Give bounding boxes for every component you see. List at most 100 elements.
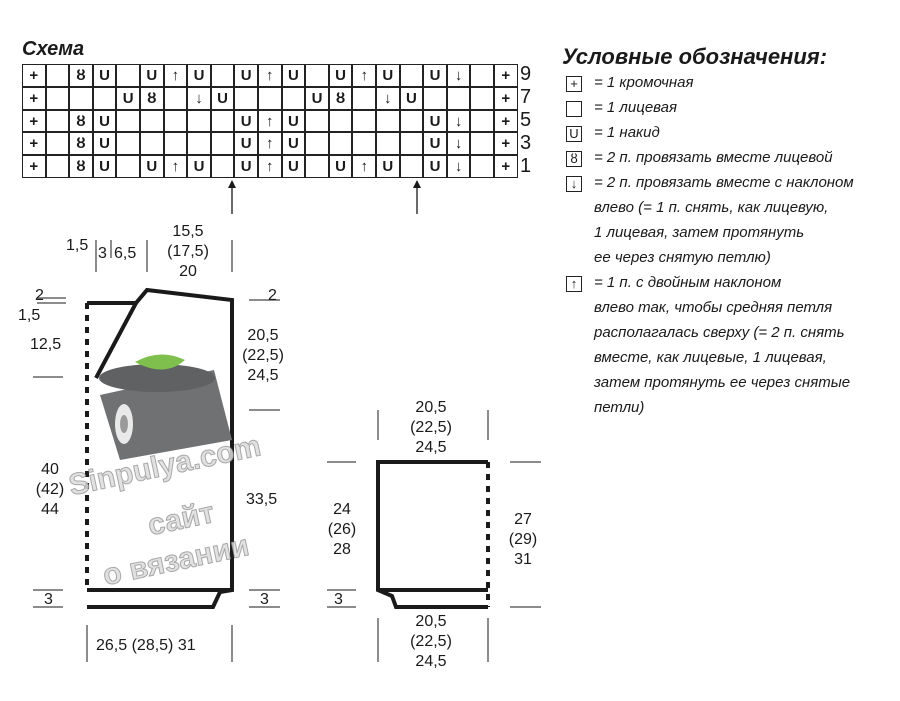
knit-cell [328, 109, 353, 133]
legend-text: влево (= 1 п. снять, как лицевую, [594, 199, 829, 216]
double-decrease-cell: ↑ [352, 64, 376, 87]
dim-value: 31 [514, 551, 532, 568]
dim-2-right: 2 [268, 287, 277, 304]
knit-cell [210, 64, 235, 87]
knit-cell [140, 132, 164, 156]
legend-text: = 2 п. провязать вместе с наклоном [594, 174, 854, 191]
legend-text: 1 лицевая, затем протянуть [594, 224, 805, 241]
left-decrease-cell: ↓ [446, 64, 471, 87]
double-decrease-cell: ↑ [258, 64, 282, 87]
repeat-markers [228, 180, 421, 214]
yarn-over-cell: U [92, 109, 117, 133]
row-number-5: 5 [520, 109, 532, 131]
dim-value: 24,5 [247, 367, 279, 384]
repeat-start-arrowhead [228, 180, 236, 188]
dim-value: (17,5) [167, 243, 209, 260]
dim-bottom-width: 26,5 (28,5) 31 [96, 637, 196, 654]
back-piece-outline [87, 287, 234, 609]
dim-sleeve-left-length: 24 (26) 28 [324, 500, 360, 560]
dim-value: 24,5 [415, 439, 447, 456]
dim-total-length: 40 (42) 44 [30, 460, 70, 520]
knit-cell [187, 132, 211, 156]
legend-text: = 1 п. с двойным наклоном [594, 274, 782, 291]
yarn-cone-image [99, 354, 232, 460]
knit-cell [470, 155, 494, 178]
knit-cell [352, 109, 376, 133]
row-number-9: 9 [520, 63, 532, 85]
knit-cell [352, 86, 376, 110]
dim-side-length: 33,5 [246, 491, 278, 508]
knit-cell [470, 64, 494, 87]
edge-stitch-cell: + [22, 109, 46, 133]
dim-value: 27 [514, 511, 532, 528]
yarn-over-cell: U [281, 132, 306, 156]
k2tog-cell: ȣ [328, 86, 353, 110]
dim-1-5-left: 1,5 [18, 307, 41, 324]
knit-cell [45, 132, 70, 156]
yarn-over-cell: U [116, 86, 140, 110]
knit-cell [328, 132, 353, 156]
legend-text: = 1 лицевая [594, 99, 678, 116]
legend-text: = 2 п. провязать вместе лицевой [594, 149, 833, 166]
dim-value: (42) [35, 481, 65, 498]
yarn-over-cell: U [234, 155, 258, 178]
yarn-over-cell: U [210, 86, 235, 110]
knit-cell [352, 132, 376, 156]
yarn-over-cell: U [423, 132, 447, 156]
yarn-over-cell: U [423, 64, 447, 87]
double-decrease-cell: ↑ [258, 155, 282, 178]
k2tog-cell: ȣ [69, 64, 93, 87]
yarn-over-cell: U [423, 155, 447, 178]
knit-cell [210, 155, 235, 178]
left-decrease-cell: ↓ [187, 86, 211, 110]
knit-cell [210, 132, 235, 156]
yarn-over-cell: U [92, 132, 117, 156]
dim-value: 20,5 [415, 613, 447, 630]
double-decrease-cell: ↑ [163, 64, 188, 87]
dim-12-5-left: 12,5 [30, 336, 62, 353]
yarn-over-cell: U [376, 155, 400, 178]
knit-cell [258, 86, 282, 110]
back-piece-neck-slope [94, 302, 138, 379]
dim-sleeve-bottom: 20,5 (22,5) 24,5 [406, 612, 456, 672]
yarn-over-cell: U [92, 155, 117, 178]
knit-cell [45, 155, 70, 178]
yarn-over-cell: U [423, 109, 447, 133]
legend-text: влево так, чтобы средняя петля [594, 299, 833, 316]
legend-title: Условные обозначения: [562, 44, 828, 69]
empty-box-icon [566, 101, 582, 117]
edge-stitch-cell: + [494, 109, 518, 133]
back-piece-schematic [33, 240, 541, 662]
dim-value: 40 [41, 461, 59, 478]
row-number-7: 7 [520, 86, 532, 108]
dim-ribbing-left: 3 [44, 591, 53, 608]
legend-text: ее через снятую петлю) [594, 249, 771, 266]
knit-cell [116, 109, 140, 133]
yarn-over-cell: U [399, 86, 424, 110]
sleeve-piece-outline [376, 460, 488, 609]
dim-ribbing-right: 3 [260, 591, 269, 608]
knit-cell [116, 132, 140, 156]
dim-shoulder-width: 15,5 (17,5) 20 [158, 222, 218, 282]
knit-cell [399, 132, 424, 156]
edge-stitch-cell: + [22, 64, 46, 87]
knit-two-together-icon: ȣ [566, 151, 582, 167]
knit-cell [163, 86, 188, 110]
dim-sleeve-right-length: 27 (29) 31 [505, 510, 541, 570]
yarn-over-cell: U [187, 64, 211, 87]
dim-value: 28 [333, 541, 351, 558]
knit-cell [446, 86, 471, 110]
legend-text: петли) [594, 399, 645, 416]
knit-cell [163, 132, 188, 156]
row-number-1: 1 [520, 155, 532, 177]
dim-3-top: 3 [98, 245, 107, 262]
legend-text: = 1 накид [594, 124, 660, 141]
dim-2-left: 2 [35, 287, 44, 304]
edge-stitch-cell: + [22, 86, 46, 110]
row-number-3: 3 [520, 132, 532, 154]
left-decrease-cell: ↓ [376, 86, 400, 110]
edge-stitch-cell: + [22, 132, 46, 156]
knit-cell [234, 86, 258, 110]
knit-cell [376, 132, 400, 156]
arrow-down-icon: ↓ [566, 176, 582, 192]
